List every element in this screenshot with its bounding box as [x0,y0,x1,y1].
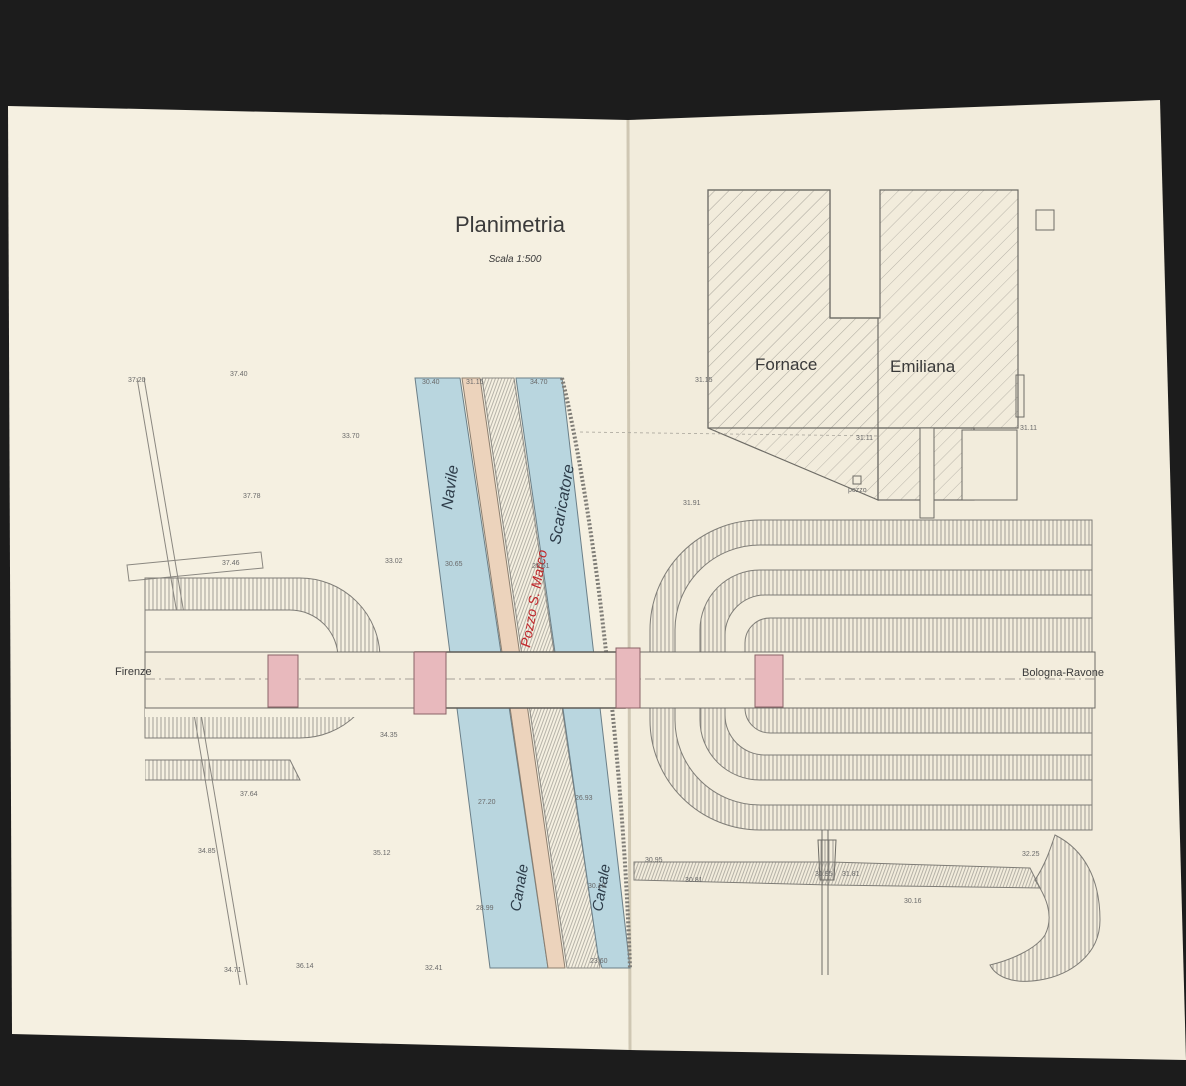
spot-height: 31.91 [683,500,701,507]
spot-height: 30.95 [645,857,663,864]
spot-heights: 37.20 37.40 33.70 37.78 37.46 33.02 34.35 37.64… [128,371,1040,974]
spot-height: 31.11 [1020,425,1037,432]
abutment-3 [615,647,641,709]
spot-height: 34.35 [380,732,398,739]
abutment-2 [413,651,447,715]
label-navile: Navile [439,464,462,510]
spot-height: 27.20 [478,799,496,806]
spot-height: 36.14 [296,963,314,970]
spot-height: 34.71 [224,967,242,974]
abutment-4 [754,654,784,708]
spot-height: 31.15 [695,377,713,384]
spot-height: 23.60 [590,958,608,965]
spot-height: 32.25 [1022,851,1040,858]
plan-title: Planimetria [455,212,566,237]
right-canal-bank [560,377,632,969]
spot-height: 29.51 [532,563,550,570]
label-bologna-ravone: Bologna-Ravone [1022,667,1104,679]
spot-height: 34.70 [530,379,548,386]
spot-height: 33.02 [385,558,403,565]
spot-height: 30.16 [904,898,922,905]
spot-height: 37.20 [128,377,146,384]
label-pozzo: pozzo [848,487,867,494]
spot-height: 30.65 [445,561,463,568]
label-firenze: Firenze [115,666,152,678]
pozzo-square [852,475,862,485]
label-emiliana: Emiliana [890,357,956,376]
spot-height: 32.41 [425,965,443,972]
spot-height: 30.10 [588,883,606,890]
lower-right-features [633,830,1101,982]
spot-height: 26.93 [575,795,593,802]
spot-height: 33.70 [342,433,360,440]
building-fornace-emiliana [707,189,1055,519]
spot-height: 31.81 [842,871,860,878]
spot-height: 28.99 [476,905,494,912]
spot-height: 31.11 [856,435,873,442]
leader-dashed-line [579,431,881,437]
spot-height: 37.78 [243,493,261,500]
spot-height: 31.15 [466,379,484,386]
spot-height: 35.12 [373,850,391,857]
page-fold [626,119,632,1051]
spot-height: 30.40 [422,379,440,386]
small-strip-structure [126,551,264,582]
spot-height: 37.40 [230,371,248,378]
label-fornace: Fornace [755,355,817,374]
spot-height: 31.95 [815,871,833,878]
spot-height: 30.81 [685,877,703,884]
small-square-structure [1035,209,1055,231]
plan-scale: Scala 1:500 [489,254,542,265]
spot-height: 37.64 [240,791,258,798]
abutment-1 [267,654,299,708]
spot-height: 37.46 [222,560,240,567]
spot-height: 34.85 [198,848,216,855]
